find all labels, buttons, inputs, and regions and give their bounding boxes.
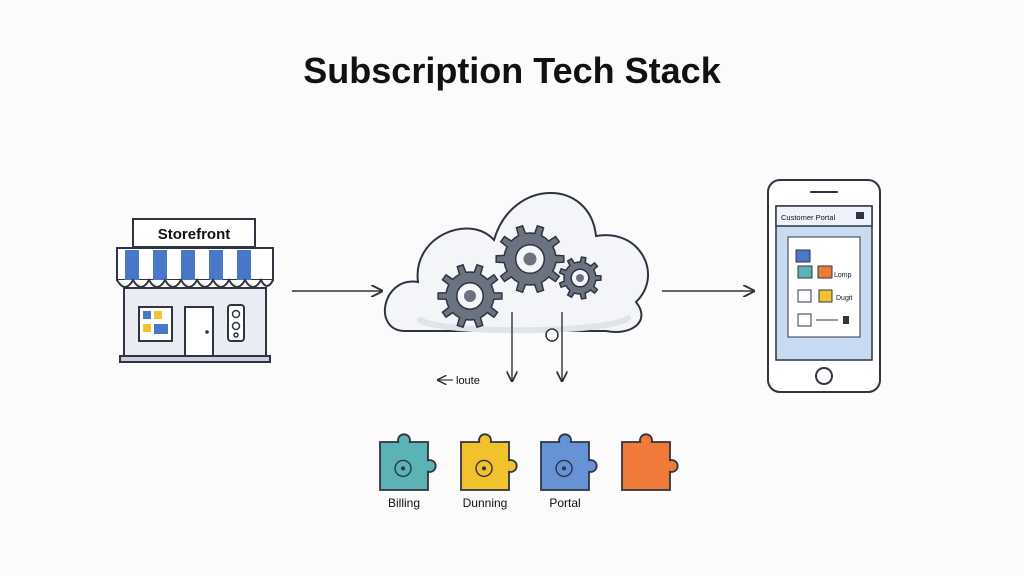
- gears-icon: [437, 224, 602, 329]
- connector-node: [545, 328, 559, 342]
- home-button: [815, 367, 833, 385]
- store-window: [138, 306, 173, 342]
- puzzle-piece-extra: [621, 433, 679, 491]
- module-label: Dunning: [463, 496, 508, 510]
- module-label: Portal: [549, 496, 580, 510]
- puzzle-piece-portal: [540, 433, 598, 491]
- gear-icon: [437, 263, 503, 329]
- route-label: loute: [456, 375, 480, 387]
- store-sign-panel: [227, 304, 245, 342]
- module-pieces: Billing Dunning Portal: [379, 433, 679, 510]
- portal-row-2: Dugit: [836, 295, 852, 302]
- store-door: [184, 306, 214, 357]
- portal-header-bar: [775, 205, 873, 227]
- gear-icon: [558, 256, 602, 300]
- diagram-title: Subscription Tech Stack: [303, 50, 721, 91]
- puzzle-piece-dunning: [460, 433, 518, 491]
- puzzle-piece-billing: [379, 433, 437, 491]
- portal-header-label: Customer Portal: [781, 213, 836, 222]
- window-icon: [856, 212, 864, 219]
- storefront: Storefront: [116, 218, 274, 363]
- portal-row-1: Lomp: [834, 272, 852, 279]
- awning: [116, 247, 274, 288]
- gear-icon: [495, 224, 565, 294]
- storefront-sign-label: Storefront: [158, 226, 231, 243]
- phone: Customer Portal Lomp Dugit: [767, 179, 881, 393]
- module-label: Billing: [388, 496, 420, 510]
- storefront-sign: [132, 218, 256, 248]
